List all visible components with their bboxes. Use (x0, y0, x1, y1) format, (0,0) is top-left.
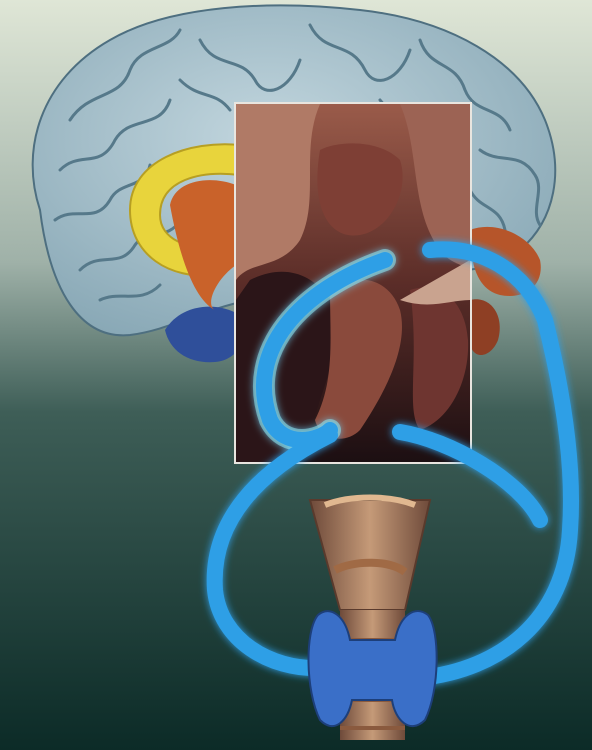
hpt-axis-illustration (0, 0, 592, 750)
illustration-stage (0, 0, 592, 750)
